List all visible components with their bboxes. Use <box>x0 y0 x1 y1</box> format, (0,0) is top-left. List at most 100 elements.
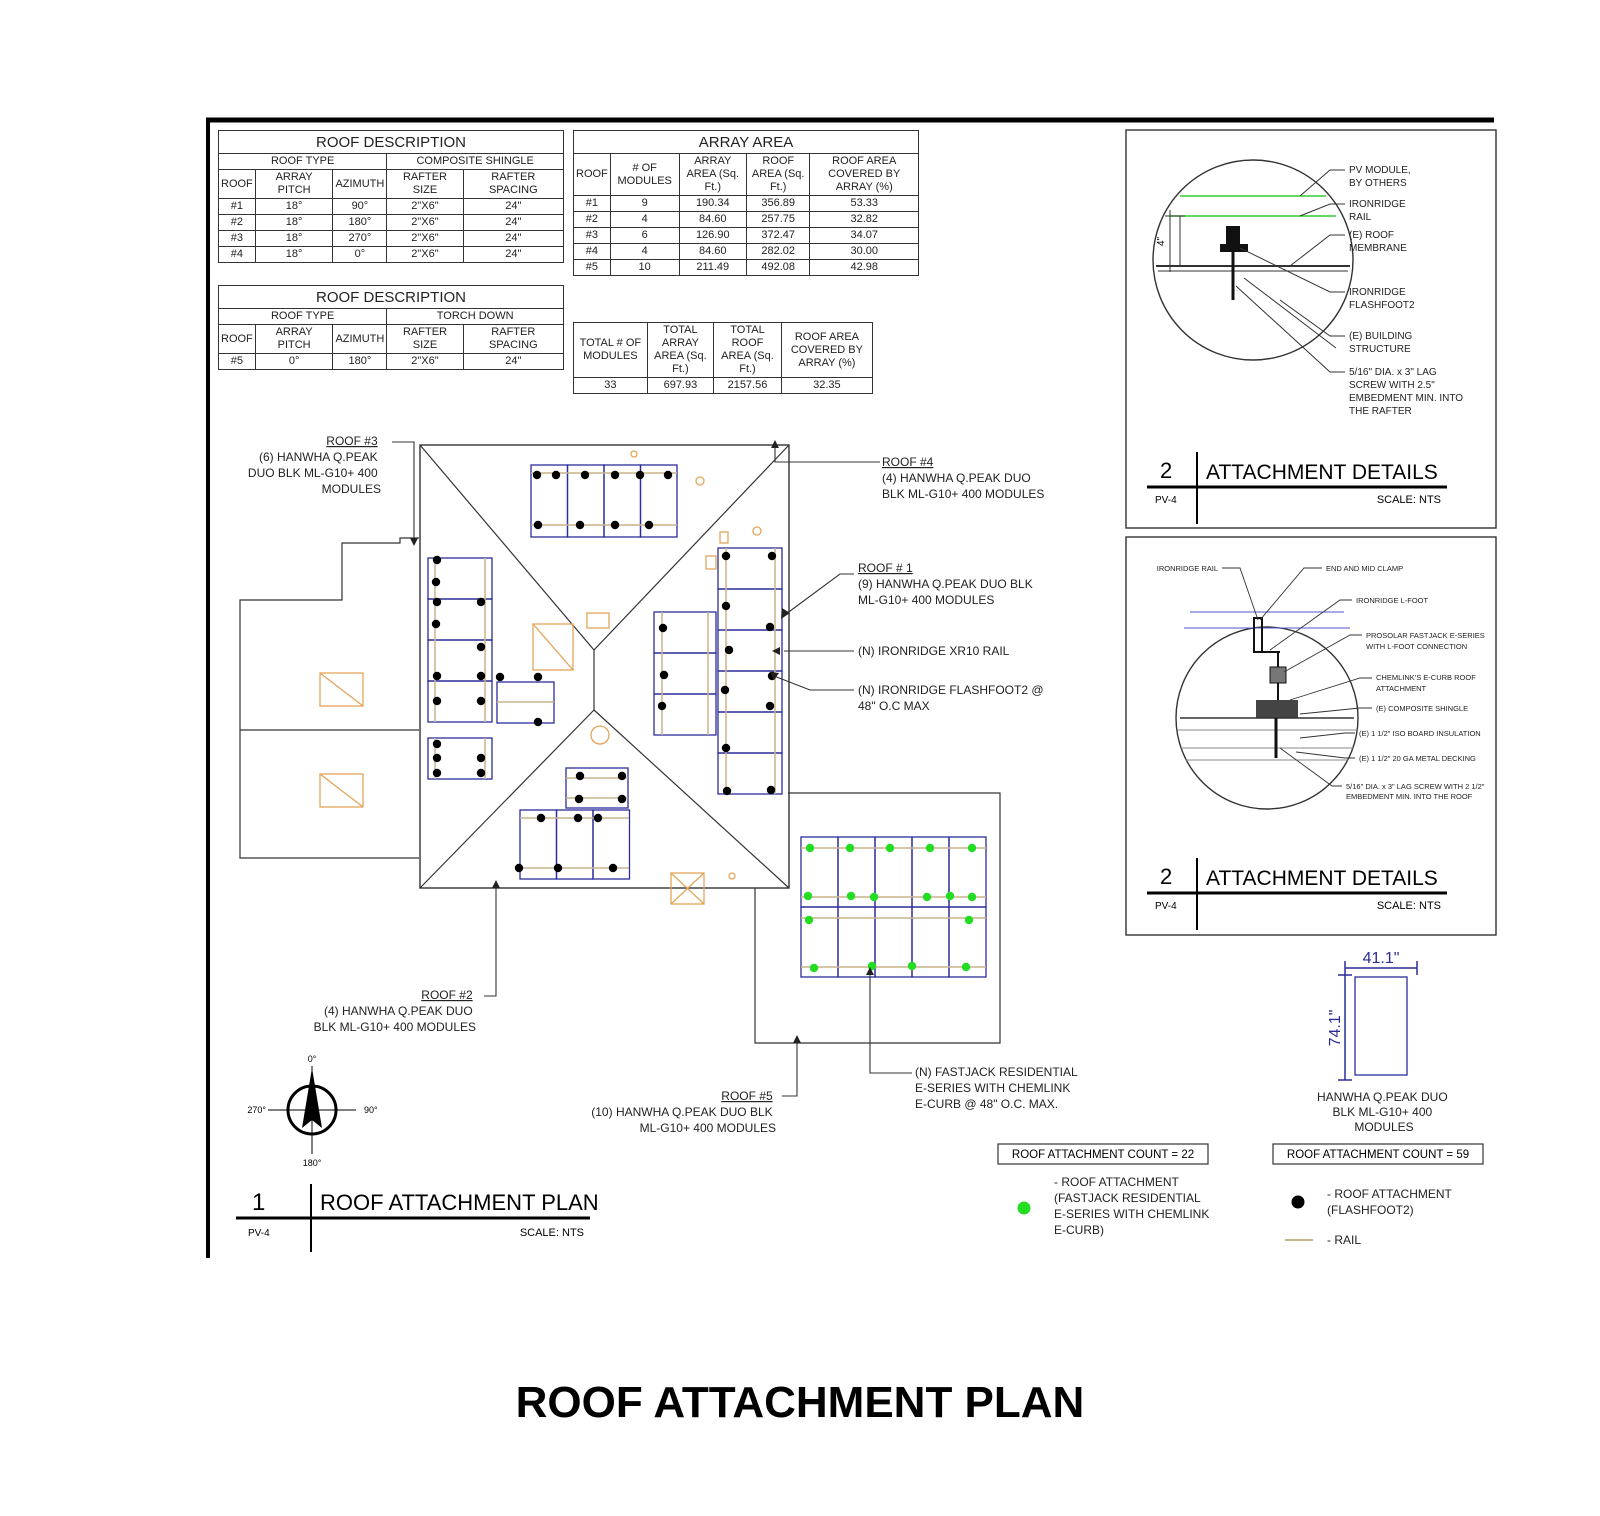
flashfoot-attachment <box>476 671 486 681</box>
compass-west: 270° <box>247 1105 266 1115</box>
count-green: ROOF ATTACHMENT COUNT = 22 <box>1012 1149 1194 1161</box>
main-roof-outline <box>419 444 790 889</box>
solar-module <box>653 693 717 736</box>
solar-module <box>427 598 493 641</box>
column-header: ROOF AREA COVERED BY ARRAY (%) <box>809 153 919 196</box>
attachment-detail-2: IRONRIDGE RAIL END AND MID CLAMP IRONRID… <box>1125 536 1497 936</box>
solar-module <box>717 752 783 795</box>
fastjack-attachment <box>964 915 974 925</box>
north-arrow-icon <box>302 1068 322 1128</box>
flashfoot-attachment <box>476 768 486 778</box>
column-header: RAFTER SIZE <box>386 169 464 199</box>
module-width: 41.1" <box>1363 950 1400 967</box>
table-cell: 53.33 <box>809 195 919 212</box>
detail-scale: SCALE: NTS <box>1377 494 1441 506</box>
svg-text:PV MODULE,BY OTHERS: PV MODULE,BY OTHERS <box>1349 165 1411 189</box>
table-cell: 4 <box>609 243 680 260</box>
table-cell: 6 <box>609 227 680 244</box>
solar-module <box>653 611 717 654</box>
flashfoot-attachment <box>532 470 542 480</box>
solar-module <box>427 737 493 780</box>
solar-module <box>496 681 555 724</box>
fastjack-attachment <box>869 892 879 902</box>
solar-module <box>874 906 913 978</box>
roof-vent-round <box>752 526 762 536</box>
table-cell: 356.89 <box>745 195 811 212</box>
solar-module <box>717 629 783 672</box>
fastjack-label: (N) FASTJACK RESIDENTIAL E-SERIES WITH C… <box>915 1065 1081 1111</box>
solar-module <box>639 464 678 538</box>
flashfoot-attachment <box>722 786 732 796</box>
table-cell: 10 <box>609 259 680 276</box>
table-cell: #1 <box>218 198 256 215</box>
flashfoot-attachment <box>432 768 442 778</box>
flashfoot-attachment <box>765 701 775 711</box>
flashfoot-attachment <box>495 672 505 682</box>
plan-scale: SCALE: NTS <box>520 1227 584 1239</box>
roof1-label: ROOF # 1 (9) HANWHA Q.PEAK DUO BLK ML-G1… <box>858 561 1036 607</box>
table-cell: #5 <box>218 353 256 370</box>
flashfoot-attachment <box>432 739 442 749</box>
table-cell: 0° <box>332 246 388 263</box>
column-header: ROOF <box>573 153 611 196</box>
fastjack-attachment <box>867 961 877 971</box>
flashfoot-attachment <box>721 743 731 753</box>
flashfoot-attachment <box>553 863 563 873</box>
table-cell: 270° <box>332 230 388 247</box>
table-title: ARRAY AREA <box>573 130 919 154</box>
compass-north: 0° <box>308 1054 317 1064</box>
solar-module <box>427 680 493 723</box>
flashfoot-attachment <box>721 551 731 561</box>
fastjack-attachment <box>846 891 856 901</box>
solar-module <box>519 809 558 880</box>
solar-module <box>555 809 594 880</box>
page-title: ROOF ATTACHMENT PLAN <box>515 1378 1085 1427</box>
skylight-vent <box>319 672 364 707</box>
table-cell: #4 <box>218 246 256 263</box>
flashfoot-attachment <box>533 717 543 727</box>
table-cell: 42.98 <box>809 259 919 276</box>
table-cell: 2157.56 <box>713 377 782 394</box>
solar-module <box>800 906 839 978</box>
fastjack-attachment <box>885 843 895 853</box>
table-cell: 2"X6" <box>386 246 464 263</box>
detail-title: ATTACHMENT DETAILS <box>1206 867 1438 890</box>
table-cell: 180° <box>332 214 388 231</box>
roof-description-table-1: ROOF DESCRIPTION ROOF TYPE COMPOSITE SHI… <box>217 130 565 263</box>
flashfoot-attachment <box>574 794 584 804</box>
table-cell: 257.75 <box>745 211 811 228</box>
hip-line <box>593 444 790 651</box>
table-cell: 372.47 <box>745 227 811 244</box>
flashfoot-attachment <box>533 520 543 530</box>
flashfoot-attachment <box>720 685 730 695</box>
solar-module <box>837 836 876 908</box>
count-black: ROOF ATTACHMENT COUNT = 59 <box>1287 1149 1469 1161</box>
table-cell: 24" <box>462 230 565 247</box>
table-cell: #1 <box>573 195 611 212</box>
column-header: ARRAY PITCH <box>254 324 334 354</box>
solar-module <box>911 836 950 908</box>
table-cell: #3 <box>218 230 256 247</box>
table-cell: 0° <box>254 353 334 370</box>
flashfoot-attachment <box>476 696 486 706</box>
table-cell: 282.02 <box>745 243 811 260</box>
flashfoot-attachment <box>663 470 673 480</box>
flashfoot-attachment <box>657 701 667 711</box>
flashfoot-attachment <box>767 671 777 681</box>
roof2-label: ROOF #2 (4) HANWHA Q.PEAK DUO BLK ML-G10… <box>314 988 476 1034</box>
roof-vent-round <box>590 725 610 745</box>
table-cell: 24" <box>462 246 565 263</box>
roof-description-table-2: ROOF DESCRIPTION ROOF TYPE TORCH DOWN RO… <box>217 285 565 370</box>
rail-label: (N) IRONRIDGE XR10 RAIL <box>858 644 1010 658</box>
solar-module <box>717 547 783 590</box>
module-caption: HANWHA Q.PEAK DUO BLK ML-G10+ 400 MODULE… <box>1317 1090 1451 1134</box>
svg-text:IRONRIDGE RAIL: IRONRIDGE RAIL <box>1157 564 1218 573</box>
roof-type-value: TORCH DOWN <box>386 308 564 325</box>
flashfoot-attachment <box>533 672 543 682</box>
flashfoot-attachment <box>610 520 620 530</box>
table-cell: #4 <box>573 243 611 260</box>
hip-line <box>419 444 595 651</box>
